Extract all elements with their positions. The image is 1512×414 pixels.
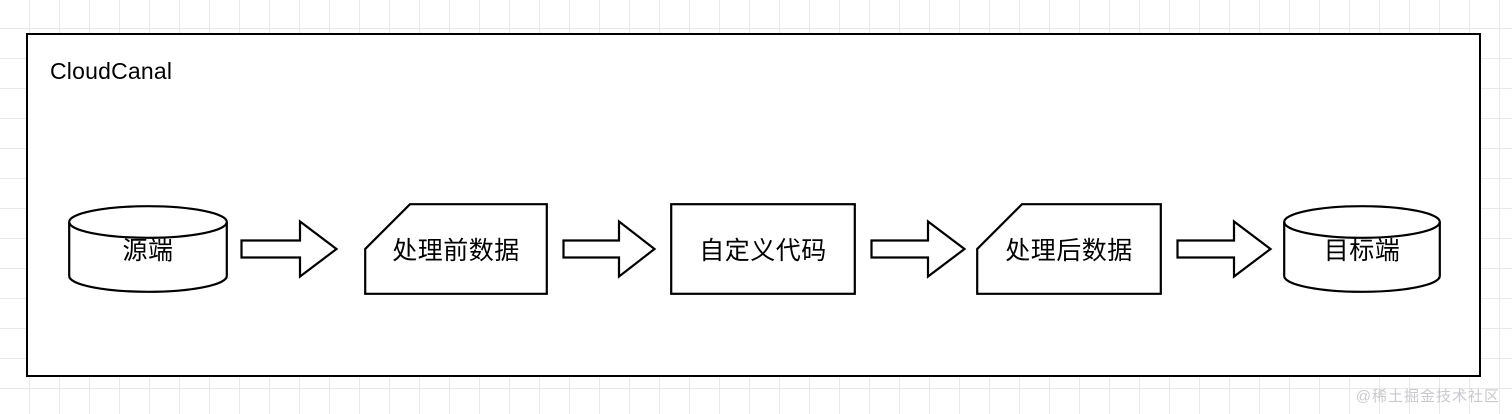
flow-connector-arrow-3 — [870, 219, 967, 279]
flow-connector-arrow-2 — [562, 219, 657, 279]
flow-node-pre-data-label: 处理前数据 — [392, 237, 520, 265]
container-title: CloudCanal — [50, 58, 173, 84]
watermark: @稀土掘金技术社区 — [1355, 388, 1500, 405]
flow-node-post-data[interactable]: 处理后数据 — [976, 203, 1162, 295]
flow-node-pre-data[interactable]: 处理前数据 — [364, 203, 548, 295]
flow-node-target-label: 目标端 — [1323, 237, 1401, 265]
cylinder-icon — [68, 205, 228, 293]
flow-connector-arrow-1 — [240, 219, 339, 279]
right-arrow-icon — [562, 219, 657, 279]
flow-node-target[interactable]: 目标端 — [1283, 205, 1441, 293]
cylinder-icon — [1283, 205, 1441, 293]
right-arrow-icon — [870, 219, 967, 279]
flow-node-post-data-label: 处理后数据 — [1005, 237, 1133, 265]
flow-node-custom-code[interactable]: 自定义代码 — [670, 203, 856, 295]
flow-node-source-label: 源端 — [122, 237, 174, 265]
flow-connector-arrow-4 — [1176, 219, 1273, 279]
right-arrow-icon — [240, 219, 339, 279]
right-arrow-icon — [1176, 219, 1273, 279]
card-shape-icon — [976, 203, 1162, 295]
flow-node-custom-code-label: 自定义代码 — [699, 237, 827, 265]
flow-node-source[interactable]: 源端 — [68, 205, 228, 293]
rectangle-shape-icon — [670, 203, 856, 295]
card-shape-icon — [364, 203, 548, 295]
